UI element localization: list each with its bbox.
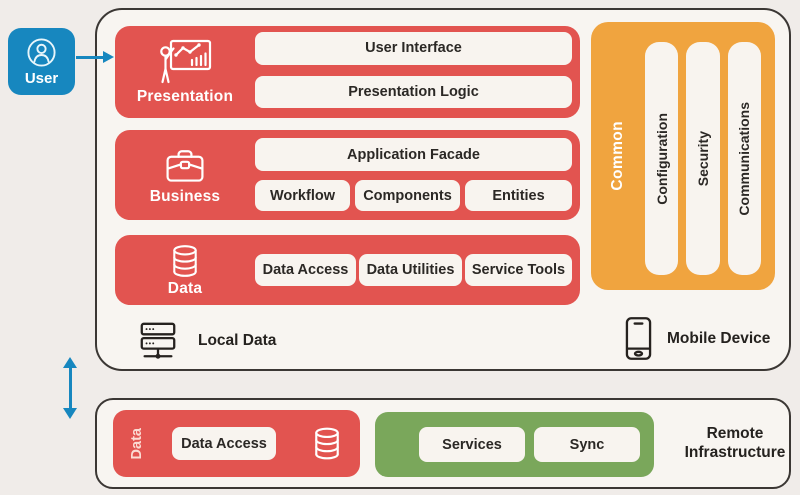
pill-presentation-logic: Presentation Logic <box>255 75 572 108</box>
layer-data: Data Data Access Data Utilities Service … <box>115 235 580 305</box>
presentation-layer-head: Presentation <box>115 26 255 118</box>
server-stack-icon <box>140 322 176 359</box>
remote-services-box: Services Sync <box>375 412 654 477</box>
business-pill-row: Workflow Components Entities <box>255 180 572 211</box>
local-data-item: Local Data <box>135 320 276 362</box>
user-label: User <box>24 69 59 87</box>
pill-components: Components <box>355 180 460 211</box>
presentation-layer-label: Presentation <box>136 88 234 105</box>
data-layer-label: Data <box>167 279 203 297</box>
mobile-device-panel: Presentation User Interface Presentation… <box>95 8 791 371</box>
briefcase-icon <box>166 149 204 182</box>
data-layer-head: Data <box>115 235 255 305</box>
pill-remote-data-access: Data Access <box>172 427 276 460</box>
pill-services: Services <box>419 427 525 462</box>
smartphone-icon <box>625 317 652 360</box>
user-box: User <box>8 28 75 95</box>
layer-business: Business Application Facade Workflow Com… <box>115 130 580 220</box>
remote-database-icon <box>315 427 339 460</box>
pill-configuration: Configuration <box>645 42 679 275</box>
presentation-icon <box>160 39 212 84</box>
remote-infrastructure-panel: Data Data Access Services Sync Remote In… <box>95 398 791 489</box>
layer-presentation: Presentation User Interface Presentation… <box>115 26 580 118</box>
pill-sync: Sync <box>534 427 640 462</box>
database-icon <box>173 244 197 277</box>
remote-infrastructure-title: Remote Infrastructure <box>684 424 786 462</box>
mobile-device-item: Mobile Device <box>625 316 770 361</box>
presentation-pills: User Interface Presentation Logic <box>255 26 580 118</box>
common-pills: Configuration Security Communications <box>645 22 775 290</box>
common-label: Common <box>609 121 626 191</box>
pill-service-tools: Service Tools <box>465 254 572 286</box>
pill-data-utilities: Data Utilities <box>359 254 462 286</box>
common-label-col: Common <box>591 22 645 290</box>
pill-communications: Communications <box>727 42 761 275</box>
remote-data-box: Data Data Access <box>113 410 360 477</box>
pill-workflow: Workflow <box>255 180 350 211</box>
common-block: Common Configuration Security Communicat… <box>591 22 775 290</box>
pill-application-facade: Application Facade <box>255 138 572 171</box>
user-avatar-icon <box>27 37 56 67</box>
mobile-device-label: Mobile Device <box>667 329 771 347</box>
device-remote-sync-arrow-icon <box>68 368 72 408</box>
data-pill-row: Data Access Data Utilities Service Tools <box>255 254 572 286</box>
business-layer-label: Business <box>149 187 221 205</box>
pill-data-access: Data Access <box>255 254 356 286</box>
local-data-label: Local Data <box>198 332 277 349</box>
user-to-device-arrow-icon <box>76 55 103 59</box>
pill-user-interface: User Interface <box>255 32 572 65</box>
pill-entities: Entities <box>465 180 572 211</box>
remote-data-label: Data <box>129 427 145 460</box>
pill-security: Security <box>686 42 720 275</box>
business-layer-head: Business <box>115 130 255 220</box>
business-pills: Application Facade Workflow Components E… <box>255 130 580 220</box>
